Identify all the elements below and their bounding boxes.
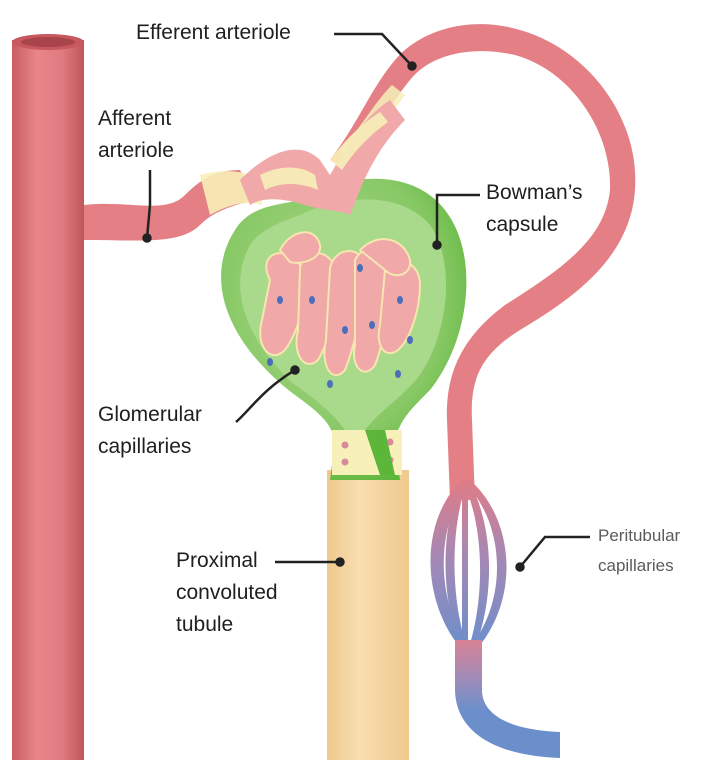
leader-afferent-dot [142,233,152,243]
leader-afferent [145,170,152,239]
leader-efferent-dot [407,61,417,71]
interlobular-artery [12,34,84,760]
label-afferent-line1: Afferent [98,107,172,130]
leader-peritubular-dot [515,562,525,572]
label-afferent-line2: arteriole [98,139,174,162]
leader-bowman [435,193,480,245]
leader-peritubular [519,535,590,568]
label-pct-line3: tubule [176,613,234,636]
proximal-tubule-vessel [327,470,409,760]
label-efferent-arteriole: Efferent arteriole [136,21,291,44]
leader-glomerular-dot [290,365,300,375]
label-pct-line2: convoluted [176,581,278,604]
label-bowman-line1: Bowman’s [486,181,583,204]
label-glomerular-line1: Glomerular [98,403,202,426]
glomerulus [240,100,422,388]
peritubular-capillary-bundle [430,480,507,650]
leader-glomerular [235,368,296,423]
leader-pct-dot [335,557,345,567]
label-peritubular-line2: capillaries [598,556,674,575]
label-glomerular-line2: capillaries [98,435,192,458]
leader-efferent [334,32,413,67]
label-bowman-line2: capsule [486,213,559,236]
leader-lines [142,32,590,572]
label-peritubular-line1: Peritubular [598,526,681,545]
label-pct-line1: Proximal [176,549,258,572]
venule [455,640,560,758]
leader-bowman-dot [432,240,442,250]
